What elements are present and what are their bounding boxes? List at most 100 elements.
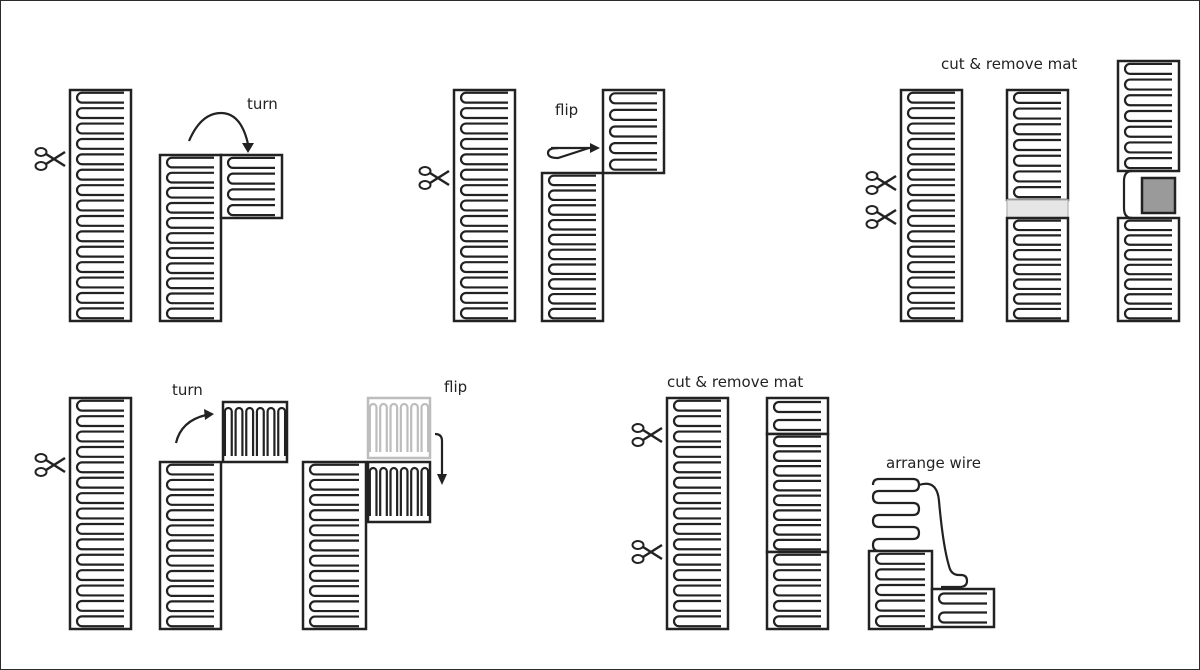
scissors-icon	[865, 204, 898, 230]
mat-outline	[68, 396, 133, 631]
heating-wire	[223, 406, 287, 456]
heating-wire	[547, 174, 596, 320]
loose-wire-lead	[918, 482, 969, 589]
mat-turned	[219, 153, 284, 220]
panel-top-3: cut & remove mat	[865, 55, 1181, 323]
heating-wire	[368, 466, 430, 516]
mat-full	[68, 396, 133, 631]
mat-outline	[219, 153, 284, 220]
heating-wire	[906, 91, 955, 320]
panel-top-2: flip	[418, 88, 666, 323]
heating-wire	[165, 156, 214, 320]
heating-wire	[459, 91, 508, 320]
turn-arrow-icon	[174, 413, 207, 444]
heating-wire	[874, 552, 925, 628]
scissors-icon	[631, 422, 664, 448]
label-cut-remove: cut & remove mat	[667, 373, 803, 391]
arrow-head-icon	[204, 409, 214, 420]
mat-outline	[366, 460, 432, 524]
mat-outline	[540, 171, 605, 323]
mat-removed-middle	[765, 432, 830, 554]
heating-wire	[165, 463, 214, 628]
heating-wire	[608, 92, 657, 171]
mat-small	[930, 587, 996, 629]
mat-turned-vertical	[221, 400, 289, 464]
mat-outline	[158, 460, 223, 631]
mat-cut-bottom	[765, 550, 830, 631]
panel-top-1: turn	[34, 88, 284, 323]
mat-full	[68, 88, 133, 323]
heating-wire	[368, 402, 430, 452]
panel-bottom-1: turn	[34, 381, 289, 631]
label-flip: flip	[555, 101, 578, 119]
label-arrange-wire: arrange wire	[886, 454, 981, 472]
wire-bridge	[1122, 169, 1133, 220]
mat-outline	[68, 88, 133, 323]
label-flip: flip	[444, 378, 467, 396]
mat-bottom-section	[1116, 216, 1181, 323]
scissors-icon	[865, 170, 898, 196]
scissors-icon	[418, 165, 451, 191]
mat-cut-lower	[1005, 216, 1070, 323]
mat-outline	[1116, 216, 1181, 323]
mat-outline	[765, 432, 830, 554]
heating-wire	[1123, 62, 1172, 170]
mat-cut-upper	[1005, 88, 1070, 202]
heating-wire	[937, 592, 987, 624]
mat-outline	[899, 88, 964, 323]
mat-outline	[1005, 88, 1070, 202]
arrow-head-icon	[590, 143, 600, 153]
panel-bottom-2: flip	[301, 378, 467, 631]
heating-wire	[75, 399, 124, 628]
removed-strip	[1006, 199, 1069, 219]
mat-lower	[158, 460, 223, 631]
heating-wire	[75, 91, 124, 320]
label-turn: turn	[172, 381, 203, 399]
mat-full	[452, 88, 517, 323]
heating-wire	[308, 463, 359, 628]
mat-lower	[158, 153, 223, 323]
mat-outline	[452, 88, 517, 323]
mat-ghost-before-flip	[366, 396, 432, 460]
mat-flipped	[366, 460, 432, 524]
mat-outline	[765, 396, 830, 436]
heating-wire	[772, 435, 821, 551]
heating-wire	[772, 400, 821, 432]
mat-cut-top	[765, 396, 830, 436]
flip-arrow-icon	[546, 146, 590, 160]
mat-outline	[930, 587, 996, 629]
mat-outline	[1116, 59, 1181, 173]
heating-wire	[672, 399, 721, 628]
mat-lower	[867, 549, 934, 631]
arrow-head-icon	[242, 143, 254, 153]
arrow-head-icon	[437, 474, 447, 485]
panel-bottom-3: cut & remove mat	[631, 373, 830, 631]
mat-outline	[665, 396, 730, 631]
mat-lower	[540, 171, 605, 323]
mat-outline	[366, 396, 432, 460]
mat-full	[899, 88, 964, 323]
heating-wire	[772, 553, 821, 628]
heating-wire	[1012, 91, 1061, 199]
mat-top-section	[1116, 59, 1181, 173]
label-turn: turn	[247, 95, 278, 113]
heating-wire	[1012, 219, 1061, 320]
label-cut-remove: cut & remove mat	[941, 55, 1077, 73]
heating-wire	[226, 156, 275, 217]
heating-wire	[1123, 219, 1172, 320]
mat-full	[665, 396, 730, 631]
mat-outline	[301, 460, 368, 631]
panel-bottom-4: arrange wire	[867, 454, 996, 631]
mat-outline	[158, 153, 223, 323]
scissors-icon	[631, 539, 664, 565]
mat-lower	[301, 460, 368, 631]
mat-outline	[1005, 216, 1070, 323]
turn-arrow-icon	[187, 111, 250, 145]
flip-arrow-icon	[434, 432, 444, 475]
loose-wire-loops	[871, 477, 921, 553]
mat-outline	[221, 400, 289, 464]
scissors-icon	[34, 452, 67, 478]
mat-flipped	[601, 88, 666, 175]
